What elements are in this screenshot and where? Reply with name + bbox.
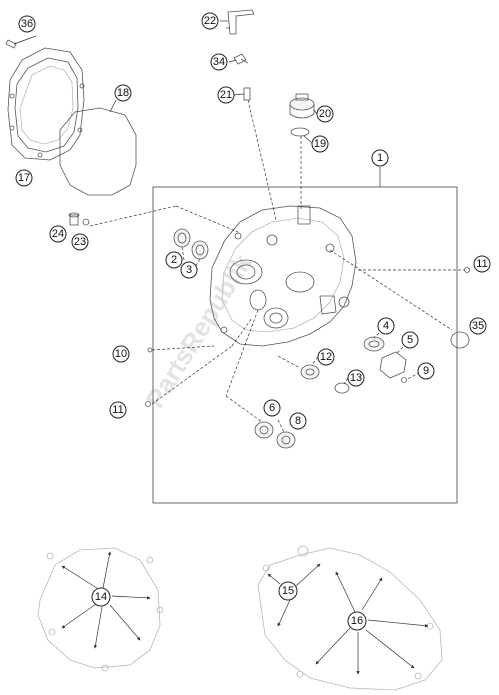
oil-filler-plug-20-part bbox=[289, 93, 315, 119]
bracket-22-part bbox=[227, 9, 255, 35]
callout-label: 2 bbox=[171, 254, 177, 266]
callout-22: 22 bbox=[201, 12, 219, 30]
callout-15: 15 bbox=[278, 581, 298, 601]
pin-21-part bbox=[243, 87, 251, 101]
callout-11-left: 11 bbox=[109, 401, 127, 419]
callout-label: 10 bbox=[115, 348, 127, 360]
callout-8: 8 bbox=[289, 412, 307, 430]
seal-6-part bbox=[254, 421, 274, 439]
callout-17: 17 bbox=[15, 169, 33, 187]
callout-label: 12 bbox=[320, 351, 332, 363]
callout-14: 14 bbox=[91, 587, 111, 607]
callout-label: 8 bbox=[295, 415, 301, 427]
callout-label: 18 bbox=[117, 87, 129, 99]
callout-label: 13 bbox=[350, 372, 362, 384]
callout-34: 34 bbox=[210, 53, 228, 71]
dowel-11-left-part bbox=[145, 401, 151, 407]
callout-36: 36 bbox=[18, 15, 36, 33]
bolt-34-part bbox=[233, 53, 249, 65]
shaft-seal-3-part bbox=[191, 240, 209, 260]
callout-label: 1 bbox=[377, 152, 383, 164]
callout-24: 24 bbox=[49, 225, 67, 243]
clutch-cover-casting bbox=[209, 205, 357, 347]
o-ring-35-part bbox=[450, 331, 470, 349]
cover-plate-5-part bbox=[379, 351, 407, 379]
callout-label: 22 bbox=[204, 15, 216, 27]
callout-label: 6 bbox=[269, 402, 275, 414]
callout-label: 4 bbox=[383, 320, 389, 332]
o-ring-23-part bbox=[82, 218, 90, 226]
pin-10-part bbox=[147, 347, 153, 353]
callout-label: 36 bbox=[21, 18, 33, 30]
callout-label: 5 bbox=[407, 334, 413, 346]
callout-label: 23 bbox=[74, 236, 86, 248]
callout-label: 21 bbox=[220, 89, 232, 101]
callout-9: 9 bbox=[417, 362, 435, 380]
cover-outline-14 bbox=[37, 547, 164, 672]
cover-outline-15-16 bbox=[257, 545, 443, 691]
callout-label: 11 bbox=[112, 404, 123, 416]
callout-13: 13 bbox=[347, 369, 365, 387]
callout-label: 16 bbox=[351, 615, 363, 627]
callout-23: 23 bbox=[71, 233, 89, 251]
circlip-13-part bbox=[334, 382, 350, 394]
callout-4: 4 bbox=[377, 317, 395, 335]
callout-label: 11 bbox=[476, 258, 487, 270]
watermark-text: PartsRepublik bbox=[140, 249, 258, 414]
callout-label: 17 bbox=[18, 172, 30, 184]
clutch-cover-outer bbox=[7, 47, 85, 161]
callout-16: 16 bbox=[347, 611, 367, 631]
callout-12: 12 bbox=[317, 348, 335, 366]
callout-20: 20 bbox=[316, 105, 334, 123]
callout-label: 3 bbox=[186, 264, 192, 276]
screw-36-part bbox=[5, 39, 17, 49]
seal-12-part bbox=[300, 364, 320, 380]
callout-6: 6 bbox=[263, 399, 281, 417]
clutch-cover-gasket bbox=[59, 107, 137, 196]
callout-2: 2 bbox=[165, 251, 183, 269]
callout-label: 34 bbox=[213, 56, 225, 68]
callout-11-right: 11 bbox=[473, 255, 491, 273]
callout-label: 35 bbox=[472, 320, 484, 332]
callout-label: 9 bbox=[423, 365, 429, 377]
callout-10: 10 bbox=[112, 345, 130, 363]
callout-label: 19 bbox=[314, 138, 326, 150]
shaft-seal-2-part bbox=[173, 228, 191, 248]
o-ring-19-part bbox=[290, 127, 310, 137]
callout-1: 1 bbox=[371, 149, 389, 167]
screw-9-part bbox=[401, 377, 407, 383]
callout-label: 14 bbox=[95, 591, 107, 603]
callout-label: 20 bbox=[319, 108, 331, 120]
callout-35: 35 bbox=[469, 317, 487, 335]
bearing-4-part bbox=[363, 336, 385, 352]
callout-21: 21 bbox=[217, 86, 235, 104]
assembly-frame bbox=[152, 186, 458, 504]
seal-8-part bbox=[276, 431, 296, 449]
callout-label: 24 bbox=[52, 228, 64, 240]
callout-5: 5 bbox=[401, 331, 419, 349]
callout-18: 18 bbox=[114, 84, 132, 102]
callout-label: 15 bbox=[282, 585, 294, 597]
callout-19: 19 bbox=[311, 135, 329, 153]
callout-3: 3 bbox=[180, 261, 198, 279]
plug-24-part bbox=[68, 212, 80, 226]
dowel-11-right-part bbox=[464, 267, 470, 273]
